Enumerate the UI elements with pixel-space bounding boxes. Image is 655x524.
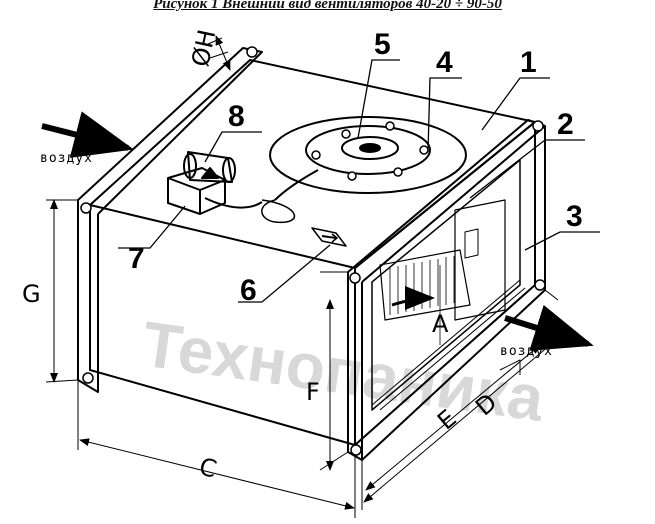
- dim-label-f: F: [306, 378, 320, 406]
- callout-5: 5: [374, 28, 391, 61]
- bolt-holes: [80, 46, 546, 456]
- outlet-air-label: воздух: [500, 344, 553, 359]
- callout-3: 3: [566, 200, 583, 233]
- callout-7: 7: [128, 242, 145, 275]
- inlet-air-label: воздух: [40, 151, 93, 166]
- callout-1: 1: [520, 46, 537, 79]
- dim-label-a: A: [432, 310, 449, 338]
- callout-6: 6: [240, 274, 257, 307]
- callout-8: 8: [228, 100, 245, 133]
- dim-label-g: G: [22, 280, 41, 308]
- inlet-air-arrow-icon: [41, 111, 134, 158]
- figure-caption: Рисунок 1 Внешний вид вентиляторов 40-20…: [153, 0, 502, 12]
- dimension-lines: [45, 35, 559, 518]
- callout-leaders: [118, 59, 600, 303]
- callout-4: 4: [436, 46, 453, 79]
- dim-label-phi-h: ØH: [186, 27, 221, 69]
- dim-label-c: C: [196, 452, 219, 483]
- rotation-arrow-icon: [391, 286, 435, 311]
- callout-2: 2: [557, 108, 574, 141]
- outlet-air-arrow-icon: [504, 304, 594, 351]
